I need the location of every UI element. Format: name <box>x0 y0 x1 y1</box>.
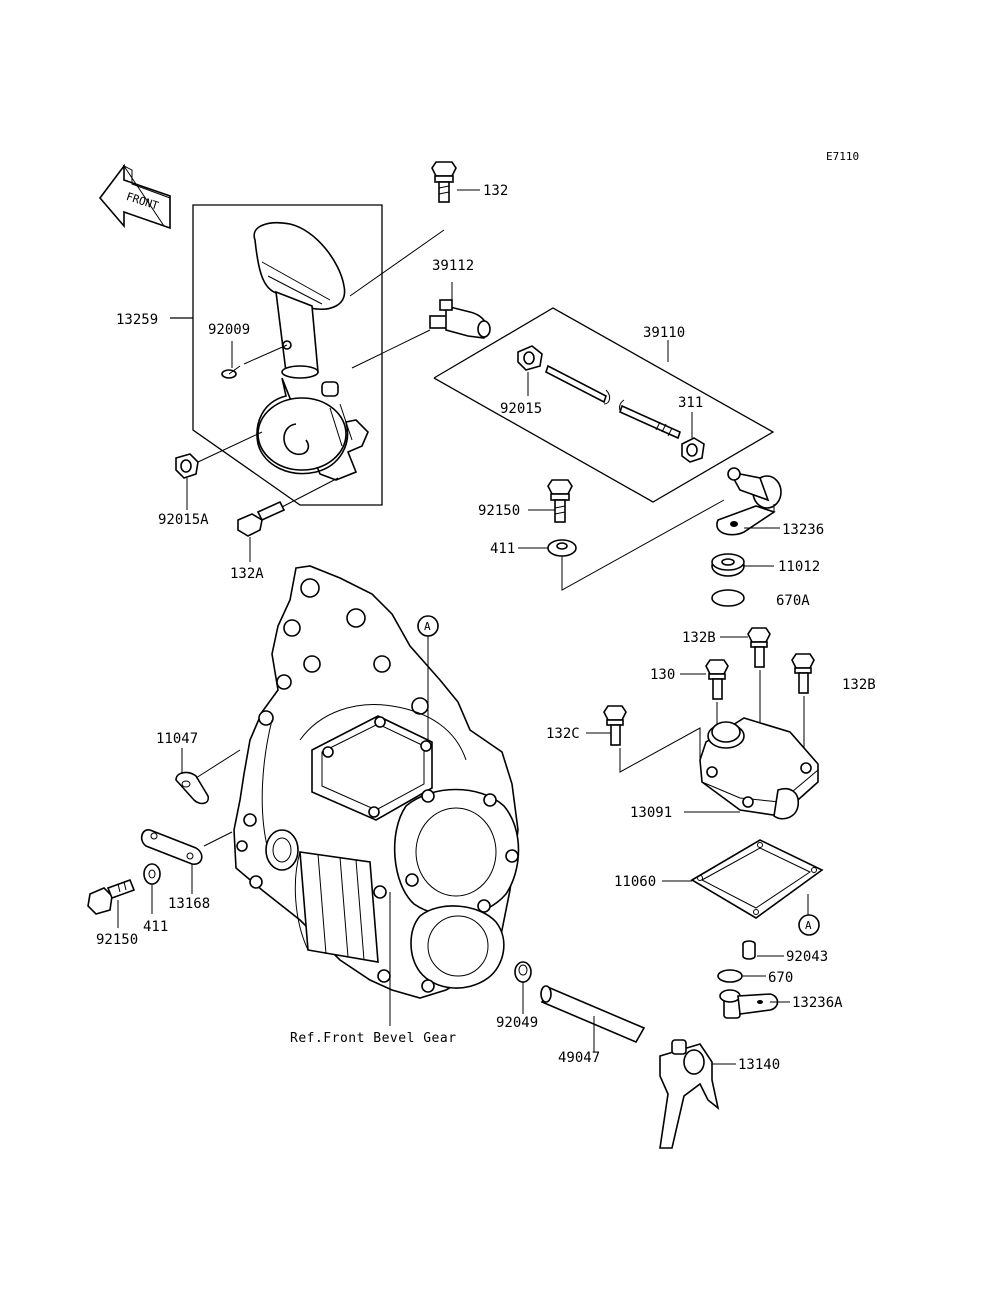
label-13140: 13140 <box>738 1057 780 1073</box>
label-13091: 13091 <box>630 805 672 821</box>
label-92150-upper: 92150 <box>478 503 520 519</box>
callout-a-lower: A <box>798 914 820 936</box>
label-130: 130 <box>650 667 675 683</box>
label-411-upper: 411 <box>490 541 515 557</box>
washer-411-lower <box>143 863 161 914</box>
label-411-lower: 411 <box>143 919 168 935</box>
plate-13168 <box>140 829 233 894</box>
label-92015: 92015 <box>500 401 542 417</box>
label-132: 132 <box>483 183 508 199</box>
label-11012: 11012 <box>778 559 820 575</box>
fork-13140 <box>659 1039 736 1149</box>
gasket-11060 <box>662 839 824 919</box>
washer-411-upper <box>518 499 725 591</box>
label-92043: 92043 <box>786 949 828 965</box>
bolt-132B-a <box>720 627 771 728</box>
label-92015A: 92015A <box>158 512 209 528</box>
label-132B-b: 132B <box>842 677 876 693</box>
cover-13091 <box>684 717 819 820</box>
label-39112: 39112 <box>432 258 474 274</box>
lever-13236A <box>719 989 790 1019</box>
clamp-11047 <box>175 748 241 805</box>
label-13259: 13259 <box>116 312 158 328</box>
callout-a-upper-label: A <box>424 620 431 633</box>
shift-lever-assembly <box>170 204 383 509</box>
label-13168: 13168 <box>168 896 210 912</box>
rod-end-39112 <box>351 282 491 369</box>
callout-a-upper: A <box>417 615 439 742</box>
front-arrow-icon: FRONT <box>98 163 171 230</box>
bolt-92150-upper <box>528 479 573 523</box>
label-311: 311 <box>678 395 703 411</box>
label-39110: 39110 <box>643 325 685 341</box>
callout-a-lower-label: A <box>805 919 812 932</box>
nut-92015A <box>175 453 199 510</box>
label-92150-lower: 92150 <box>96 932 138 948</box>
bolt-132 <box>349 161 480 297</box>
reference-note: Ref.Front Bevel Gear <box>290 1031 457 1046</box>
screw-92009 <box>221 341 241 379</box>
label-92009: 92009 <box>208 322 250 338</box>
shaft-49047 <box>540 985 646 1052</box>
label-92049: 92049 <box>496 1015 538 1031</box>
bolt-132A <box>237 500 286 562</box>
shift-rod-39110 <box>433 307 775 503</box>
bolt-132C <box>586 705 701 773</box>
label-13236: 13236 <box>782 522 824 538</box>
gear-case <box>233 565 520 1026</box>
label-11060: 11060 <box>614 874 656 890</box>
seal-11012 <box>711 553 774 577</box>
label-13236A: 13236A <box>792 995 843 1011</box>
dowel-92043 <box>742 940 784 960</box>
washer-92049 <box>514 961 532 1014</box>
label-11047: 11047 <box>156 731 198 747</box>
label-132A: 132A <box>230 566 264 582</box>
label-670: 670 <box>768 970 793 986</box>
o-ring-670 <box>717 969 766 983</box>
bolt-92150-lower <box>87 878 136 928</box>
o-ring-670A <box>711 589 745 607</box>
bolt-132B-b <box>791 653 815 760</box>
label-132B-a: 132B <box>682 630 716 646</box>
label-49047: 49047 <box>558 1050 600 1066</box>
label-132C: 132C <box>546 726 580 742</box>
lever-13236 <box>716 467 782 536</box>
label-670A: 670A <box>776 593 810 609</box>
diagram-code: E7110 <box>826 150 859 163</box>
